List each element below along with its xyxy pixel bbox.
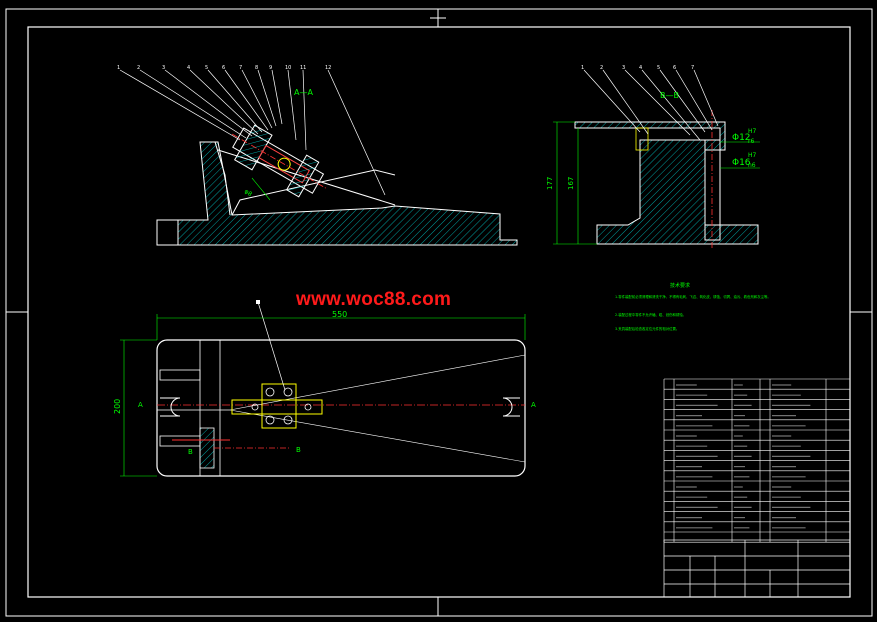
note-2: 2.装配过程中零件不允许磕、碰、划伤和锈蚀。 [615, 312, 686, 317]
view-a-left: A [138, 401, 143, 409]
bb-body-hatched [574, 121, 759, 245]
dim-550: 550 [332, 310, 347, 319]
dim-tol-n6: n6 [748, 162, 756, 169]
svg-text:5: 5 [657, 65, 660, 71]
plan-view: 550 200 A A B B [113, 300, 536, 477]
svg-text:4: 4 [639, 65, 642, 71]
section-bb-label: B—B [660, 91, 679, 100]
svg-text:7: 7 [691, 65, 694, 71]
dim-200: 200 [113, 399, 122, 414]
technical-notes: 技术要求 1.零件装配前必须清理和清洗干净，不得有毛刺、飞边、氧化皮、锈蚀、切屑… [615, 282, 771, 331]
svg-text:3: 3 [162, 65, 165, 71]
note-3: 3.夹具装配后检查各定位元件的相对位置。 [615, 326, 679, 331]
view-a-right: A [531, 401, 536, 409]
svg-text:11: 11 [300, 65, 306, 71]
dim-d16: Φ16 [732, 158, 751, 168]
dim-tol-h7-a: H7 [748, 128, 757, 135]
svg-text:12: 12 [325, 65, 331, 71]
view-b-left: B [188, 448, 193, 456]
svg-text:10: 10 [285, 65, 291, 71]
section-aa-label: A—A [294, 88, 313, 97]
note-1: 1.零件装配前必须清理和清洗干净，不得有毛刺、飞边、氧化皮、锈蚀、切屑、油污、着… [615, 294, 771, 299]
dim-167: 167 [567, 177, 575, 190]
svg-text:1: 1 [117, 65, 120, 71]
svg-text:7: 7 [239, 65, 242, 71]
body-hatched [177, 141, 518, 246]
plan-clamp [231, 300, 323, 429]
section-bb-view: 1 2 3 4 5 6 7 B—B 177 167 Φ12 H7 r6 Φ16 H7 n6 [546, 65, 760, 248]
outer-frame [5, 8, 873, 617]
frame-tick-marks [6, 9, 872, 616]
svg-text:1: 1 [581, 65, 584, 71]
parts-list [663, 378, 851, 543]
notes-title: 技术要求 [670, 282, 690, 289]
dim-177: 177 [546, 177, 554, 190]
svg-text:6: 6 [222, 65, 225, 71]
dim-tol-h7-b: H7 [748, 152, 757, 159]
svg-text:5: 5 [205, 65, 208, 71]
dim-phi8: φ8 [243, 188, 254, 198]
dim-tol-r6: r6 [748, 138, 754, 145]
svg-text:2: 2 [600, 65, 603, 71]
svg-text:8: 8 [255, 65, 258, 71]
svg-text:6: 6 [673, 65, 676, 71]
clamp-assembly [231, 124, 328, 198]
plan-section-b [172, 427, 290, 469]
svg-text:9: 9 [269, 65, 272, 71]
view-b-right: B [296, 446, 301, 454]
leader-lines [119, 69, 386, 196]
title-block [663, 539, 851, 598]
svg-text:3: 3 [622, 65, 625, 71]
svg-text:4: 4 [187, 65, 190, 71]
base-plate [156, 339, 526, 477]
svg-text:2: 2 [137, 65, 140, 71]
watermark: www.woc88.com [296, 289, 452, 310]
dim-d12: Φ12 [732, 133, 751, 143]
